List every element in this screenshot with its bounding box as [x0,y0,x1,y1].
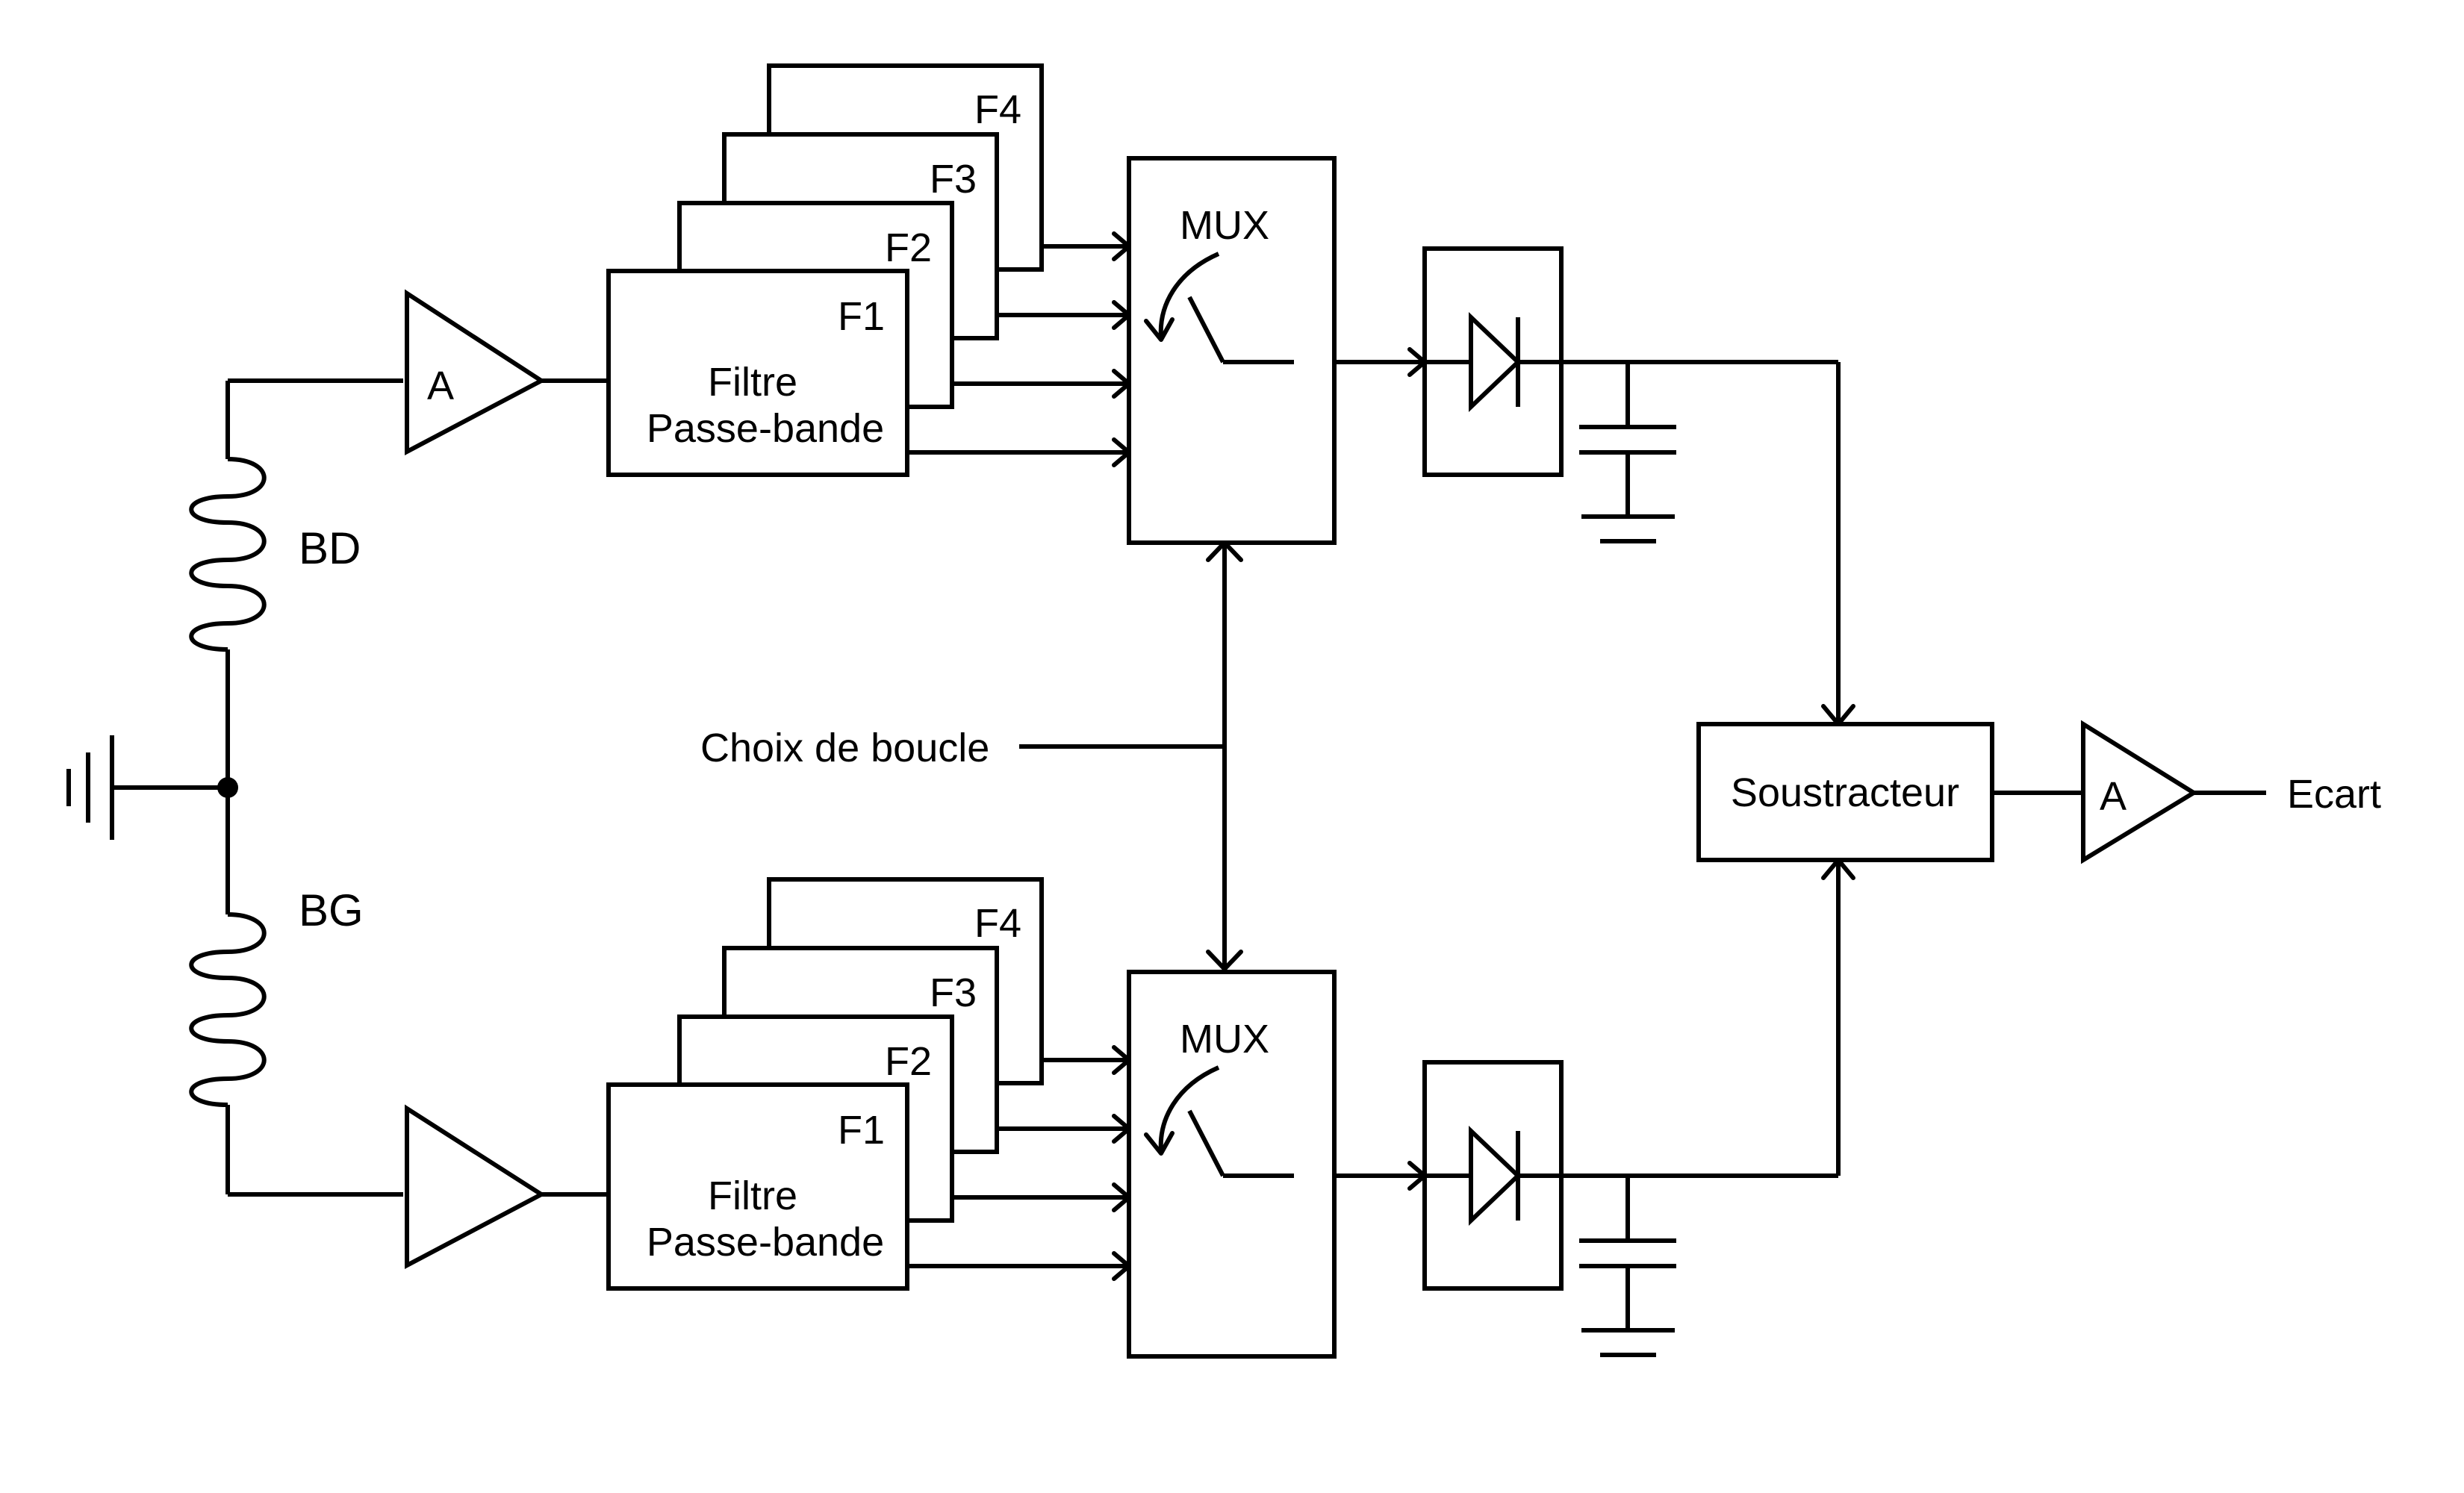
bottom-mux [1127,970,1337,1359]
inductor-bd-label: BD [299,523,361,573]
bottom-to-subtractor-wire [1821,858,1855,1176]
bottom-filter-f3: F3 [930,970,977,1015]
top-filter-f3: F3 [930,157,977,202]
bottom-filter-bank [606,877,1044,1291]
top-filter-line2: Passe-bande [647,406,884,451]
bottom-filter-to-mux-wires [907,1045,1131,1281]
top-capacitor [1561,360,1838,543]
output-amplifier [1992,720,2266,864]
subtractor-label: Soustracteur [1731,770,1959,815]
output-label: Ecart [2287,772,2381,817]
loop-select-label: Choix de boucle [700,726,989,770]
top-filter-f2: F2 [885,225,932,270]
inductor-bg [189,788,403,1197]
top-filter-f1: F1 [838,294,885,339]
loop-select-bus [1019,540,1243,971]
inductor-bd [189,378,403,788]
top-filter-line1: Filtre [708,360,797,405]
top-filter-f4: F4 [974,87,1021,132]
output-amplifier-label: A [2100,774,2127,819]
bottom-filter-f2: F2 [885,1039,932,1084]
top-mux-label: MUX [1180,203,1269,248]
bottom-filter-line1: Filtre [708,1173,797,1218]
bottom-amplifier [405,1104,609,1269]
bottom-filter-line2: Passe-bande [647,1220,884,1265]
bottom-mux-label: MUX [1180,1017,1269,1062]
top-filter-bank [606,63,1044,477]
top-amplifier-label: A [427,364,454,408]
bottom-filter-f4: F4 [974,901,1021,946]
ground-symbol [66,735,228,840]
subtractor-block [1696,722,1994,862]
top-detector [1334,246,1564,477]
bottom-capacitor [1561,1173,1838,1357]
bottom-filter-f1: F1 [838,1108,885,1153]
top-amplifier [405,289,609,455]
top-to-subtractor-wire [1821,362,1855,726]
bottom-detector [1334,1060,1564,1291]
top-mux [1127,156,1337,545]
inductor-bg-label: BG [299,885,364,935]
